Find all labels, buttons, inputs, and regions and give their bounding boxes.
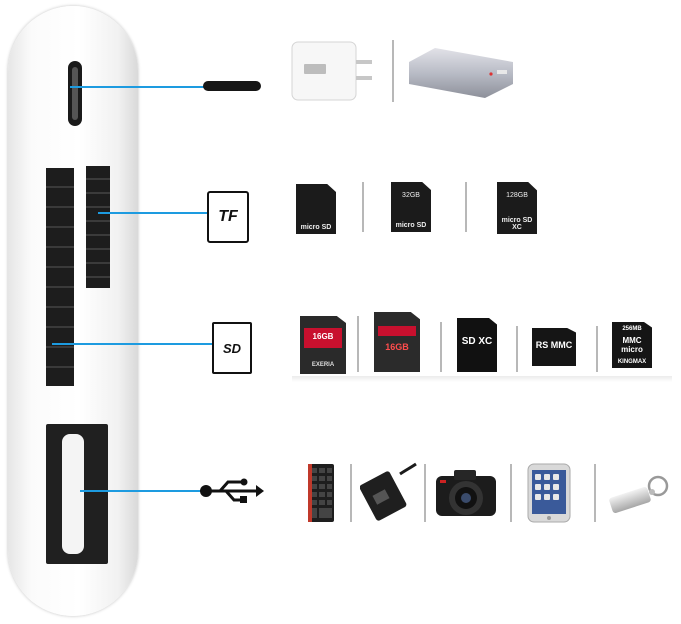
divider	[594, 464, 596, 522]
rs-mmc-card: RS MMC	[532, 328, 576, 366]
tf-label: TF	[218, 208, 238, 225]
keyboard-icon	[308, 464, 334, 522]
ethernet-adapter-icon	[360, 462, 417, 521]
sd-card: 16GB EXERIA	[300, 316, 346, 374]
power-bank-icon	[409, 48, 513, 98]
sd-card-icon: SD	[212, 322, 252, 374]
usb-icon	[200, 478, 264, 503]
phone-icon	[527, 463, 571, 523]
card-capacity: 16GB	[385, 342, 409, 352]
card-red-label	[378, 326, 416, 336]
lightning-connector-icon	[203, 81, 261, 91]
sd-card: SD XC	[457, 318, 497, 372]
divider	[424, 464, 426, 522]
tf-connector-line	[98, 212, 208, 214]
micro-sd-card: micro SD	[296, 184, 336, 234]
divider	[510, 464, 512, 522]
row-floor	[292, 376, 672, 382]
tf-card-icon: TF	[207, 191, 249, 243]
card-capacity: 16GB	[312, 332, 334, 341]
micro-sd-card: 128GB micro SD XC	[497, 182, 537, 234]
card-label: EXERIA	[311, 362, 335, 368]
tf-card-slot	[86, 166, 110, 288]
sd-card: 16GB	[374, 312, 420, 372]
divider	[440, 322, 442, 372]
card-reader-adapter	[8, 6, 138, 616]
lightning-port	[68, 61, 82, 126]
card-capacity: 32GB	[402, 192, 420, 199]
mmc-micro-card: 256MB MMC micro KINGMAX	[612, 322, 652, 368]
card-label: SD XC	[461, 336, 493, 347]
divider	[357, 316, 359, 372]
sd-connector-line	[52, 343, 214, 345]
divider	[362, 182, 364, 232]
lightning-connector-line	[70, 86, 205, 88]
card-red-label	[304, 328, 342, 348]
divider	[465, 182, 467, 232]
divider	[516, 326, 518, 372]
card-label: micro SD	[395, 222, 427, 229]
card-label: micro SD	[300, 224, 332, 231]
sd-card-slot	[46, 168, 74, 386]
wall-charger-icon	[291, 41, 372, 101]
usb-port	[46, 424, 108, 564]
divider	[350, 464, 352, 522]
sd-label: SD	[222, 340, 242, 356]
card-brand: KINGMAX	[617, 359, 647, 365]
divider	[392, 40, 394, 102]
card-label: RS MMC	[535, 340, 573, 350]
card-label: MMC micro	[621, 336, 643, 354]
micro-sd-card: 32GB micro SD	[391, 182, 431, 232]
card-label: micro SD XC	[501, 217, 533, 231]
card-capacity: 256MB	[622, 326, 642, 332]
camera-icon	[436, 470, 496, 516]
usb-drive-icon	[609, 475, 669, 514]
usb-connector-line	[80, 490, 202, 492]
divider	[596, 326, 598, 372]
card-capacity: 128GB	[506, 192, 528, 199]
